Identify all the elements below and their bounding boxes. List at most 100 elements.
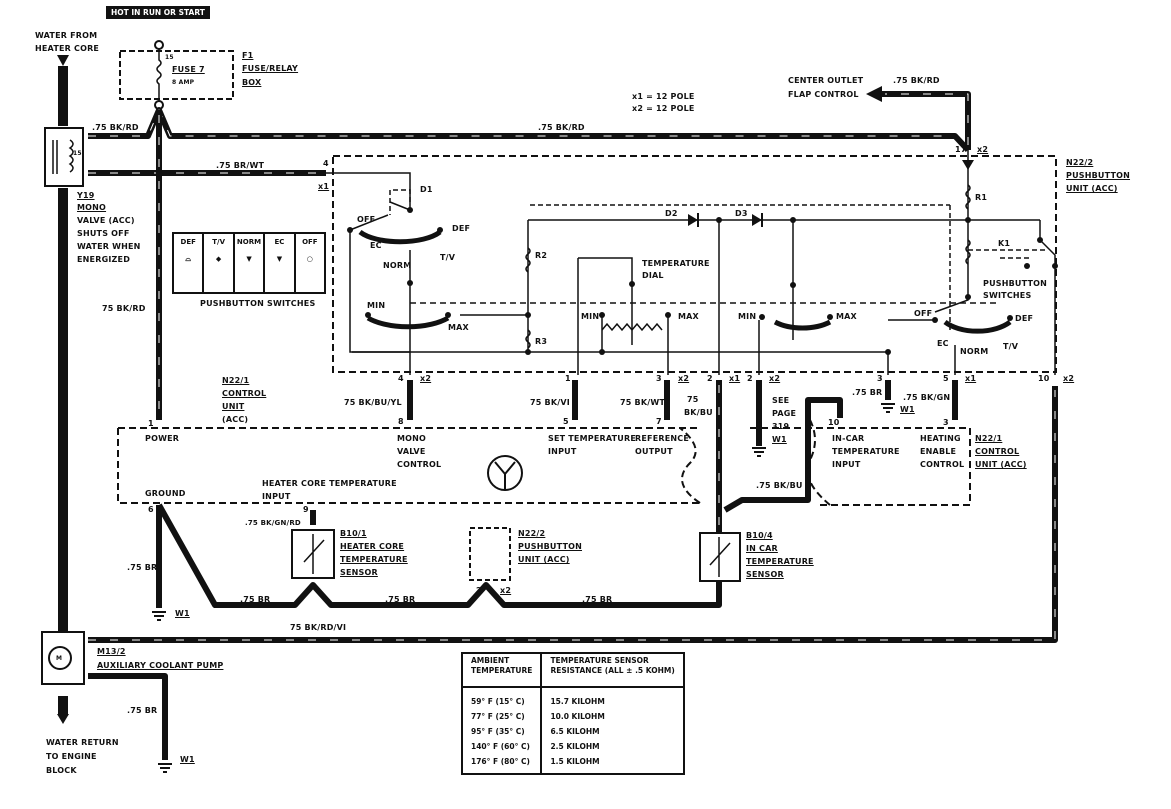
d3-label: D3	[735, 209, 748, 218]
pin-label: 7	[656, 417, 662, 426]
sw4-tv: T/V	[1003, 342, 1019, 351]
water-in-label-2: HEATER CORE	[35, 44, 100, 53]
sw4-def: DEF	[1015, 314, 1034, 323]
valve-line5: ENERGIZED	[77, 255, 131, 264]
ground-w1: W1	[900, 405, 915, 414]
flap-wire: .75 BK/RD	[893, 76, 940, 85]
wire-label: 75 BK/BU/YL	[344, 398, 402, 407]
heater-sensor-line1: HEATER CORE	[340, 542, 405, 551]
ground-w1: W1	[175, 609, 190, 618]
wire-label: 75 BK/RD/VI	[290, 623, 347, 632]
control-unit-right-2: UNIT (ACC)	[975, 460, 1027, 469]
fuse-name: FUSE 7	[172, 65, 205, 74]
incar-sensor-ref: B10/4	[746, 531, 773, 540]
pushbutton-switches-panel: DEF⌓ T/V◆ NORM▼ EC▼ OFF○	[172, 232, 326, 294]
pump-ref: M13/2	[97, 647, 126, 656]
pin-label: 3	[656, 374, 662, 383]
valve-coil-label: 15	[73, 150, 82, 157]
wire-label: .75 BK/BU	[756, 481, 803, 490]
flap-arrow-icon	[866, 86, 882, 102]
k1-label: K1	[998, 239, 1011, 248]
r3-label: R3	[535, 337, 548, 346]
flow-arrow-out-icon	[57, 714, 69, 724]
sw1-tv: T/V	[440, 253, 456, 262]
internal-circuit	[326, 150, 1056, 375]
pb-unit-line2: UNIT (ACC)	[1066, 184, 1118, 193]
incar-input-label-2: TEMPERATURE	[832, 447, 900, 456]
dial-line2: DIAL	[642, 271, 664, 280]
table-row: 59° F (15° C)15.7 KILOHM	[462, 687, 685, 709]
reference-label-1: REFERENCE	[635, 434, 690, 443]
diode-d1-icon	[962, 160, 974, 170]
heater-sensor-ref: B10/1	[340, 529, 367, 538]
wire-label: .75 BR	[127, 563, 158, 572]
set-temp-label-2: INPUT	[548, 447, 577, 456]
mono-valve	[44, 127, 84, 187]
control-unit-right-1: CONTROL	[975, 447, 1020, 456]
switch-ec: EC▼	[265, 234, 296, 292]
ground-w1: W1	[180, 755, 195, 764]
wire-label: BK/BU	[684, 408, 713, 417]
sw1-ec: EC	[370, 241, 382, 250]
wire-label: .75 BK/GN	[903, 393, 951, 402]
incar-sensor-line2: TEMPERATURE	[746, 557, 814, 566]
diode-d2-icon	[688, 214, 698, 226]
pb-switches-label2: SWITCHES	[983, 291, 1032, 300]
pin-label: x2	[977, 145, 989, 154]
fuse-rating: 8 AMP	[172, 79, 195, 86]
pin-label: 8	[398, 417, 404, 426]
control-unit-line3: (ACC)	[222, 415, 249, 424]
fuse-box-label-2: BOX	[242, 78, 262, 87]
switch-def: DEF⌓	[174, 234, 205, 292]
incar-input-label-1: IN-CAR	[832, 434, 865, 443]
wire-label: .75 BK/RD	[92, 123, 139, 132]
coil-icon	[68, 139, 74, 173]
see-page-3: 319	[772, 422, 790, 431]
sw3-max: MAX	[836, 312, 857, 321]
see-page-1: SEE	[772, 396, 790, 405]
pin-label: 1	[565, 374, 571, 383]
pin-label: 1	[148, 419, 154, 428]
water-out-label-2: TO ENGINE	[46, 752, 97, 761]
dial-line1: TEMPERATURE	[642, 259, 710, 268]
reference-label-2: OUTPUT	[635, 447, 673, 456]
pushbutton-unit-small-box	[469, 527, 511, 581]
fuse-icon	[156, 49, 162, 104]
heating-label-2: ENABLE	[920, 447, 957, 456]
sw2-max: MAX	[448, 323, 469, 332]
wire-label: .75 BK/GN/RD	[245, 519, 301, 527]
sw4-off: OFF	[914, 309, 933, 318]
hc-input-label-1: HEATER CORE TEMPERATURE	[262, 479, 397, 488]
valve-line2: VALVE (ACC)	[77, 216, 135, 225]
diamond-icon: ◆	[215, 255, 222, 263]
pole-x1: x1 = 12 POLE	[632, 92, 695, 101]
pin-label: 9	[303, 505, 309, 514]
d2-label: D2	[665, 209, 678, 218]
heater-sensor-line2: TEMPERATURE	[340, 555, 408, 564]
heater-sensor-line3: SENSOR	[340, 568, 378, 577]
wire-label: 75 BK/RD	[102, 304, 146, 313]
pin-label: x2	[678, 374, 690, 383]
see-page-2: PAGE	[772, 409, 797, 418]
sw1-def: DEF	[452, 224, 471, 233]
ground-label: GROUND	[145, 489, 186, 498]
motor-icon	[48, 646, 72, 670]
water-out-label-1: WATER RETURN	[46, 738, 119, 747]
valve-line3: SHUTS OFF	[77, 229, 130, 238]
pin-label: x1	[729, 374, 741, 383]
sw1-norm: NORM	[383, 261, 412, 270]
pin-label: 2	[476, 586, 482, 595]
hot-in-run-banner: HOT IN RUN OR START	[106, 6, 210, 19]
sw2-min: MIN	[367, 301, 386, 310]
pin-label: 2	[707, 374, 713, 383]
incar-sensor-line3: SENSOR	[746, 570, 784, 579]
flap-label-1: CENTER OUTLET	[788, 76, 864, 85]
incar-sensor-box	[699, 532, 741, 582]
wire-label: 75	[687, 395, 699, 404]
control-unit-line2: UNIT	[222, 402, 245, 411]
see-page-4: W1	[772, 435, 787, 444]
water-in-label-1: WATER FROM	[35, 31, 98, 40]
valve-line1: MONO	[77, 203, 107, 212]
